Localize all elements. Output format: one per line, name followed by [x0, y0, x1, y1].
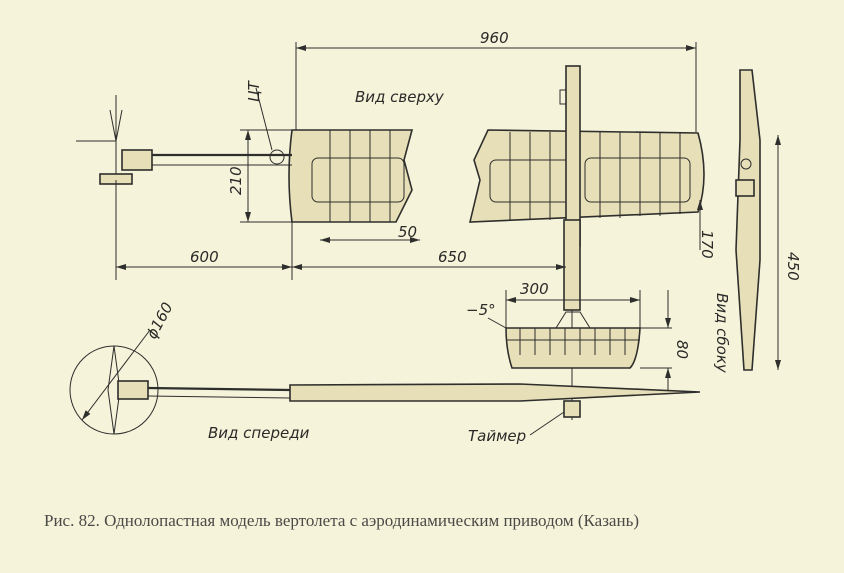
dim-chord: 210	[227, 166, 245, 195]
figure-caption: Рис. 82. Однолопастная модель вертолета …	[44, 511, 639, 530]
dim-tip-chord: 170	[698, 230, 716, 259]
drive-rod-top	[76, 95, 292, 185]
dim-stabilizer-span: 300	[520, 280, 549, 298]
dim-rib-spacing: 50	[398, 223, 417, 241]
dim-stabilizer-height: 80	[673, 340, 691, 359]
label-top-view: Вид сверху	[355, 88, 445, 106]
stabilizer	[487, 290, 672, 390]
blade-top-view	[288, 65, 705, 420]
dim-disc-diameter: ϕ160	[143, 299, 177, 341]
label-front-view: Вид спереди	[208, 424, 310, 442]
label-timer: Таймер	[468, 427, 526, 445]
blade-side-view	[735, 69, 761, 371]
dim-stabilizer-angle: −5°	[466, 301, 496, 319]
label-center-of-gravity: ЦТ	[245, 79, 263, 102]
dim-side-height: 450	[784, 252, 802, 281]
dim-hub-offset: 650	[438, 248, 467, 266]
label-side-view: Вид сбоку	[713, 293, 731, 374]
dim-span: 960	[480, 29, 509, 47]
dim-arm: 600	[190, 248, 219, 266]
front-view	[69, 329, 701, 436]
dimension-lines	[115, 42, 781, 370]
